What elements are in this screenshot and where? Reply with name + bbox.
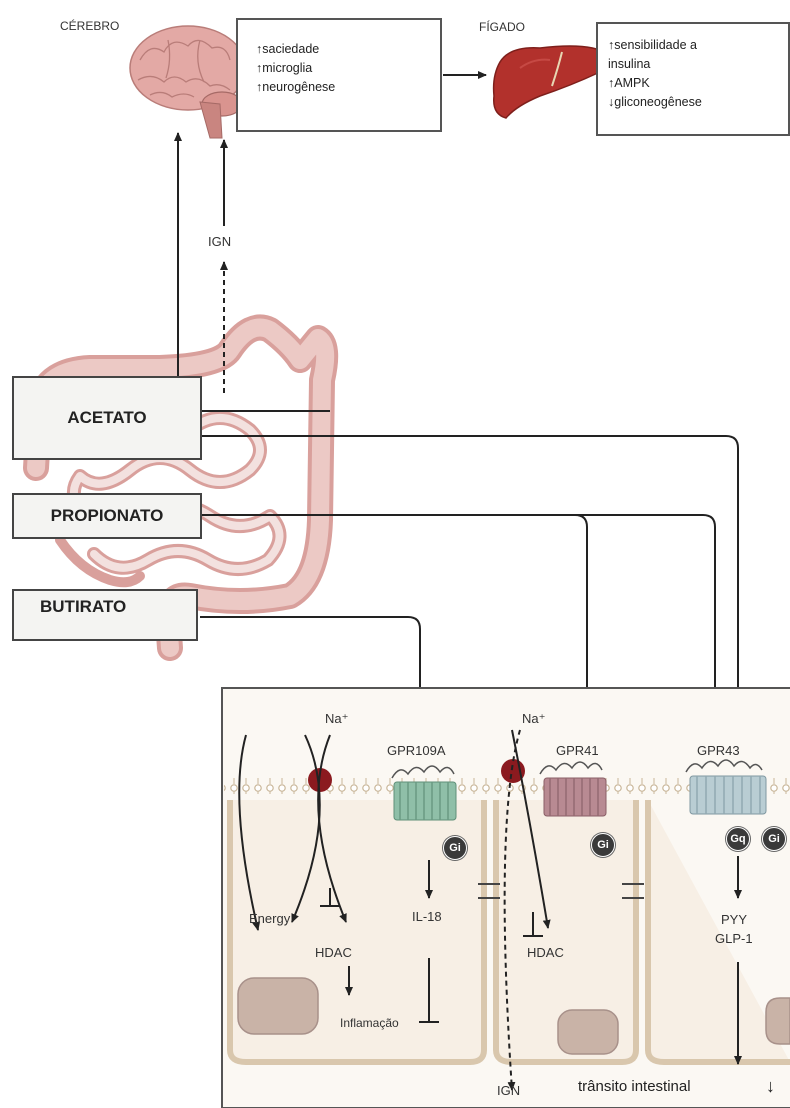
acetato-box: ACETATO	[12, 376, 202, 460]
ign-bottom-label: IGN	[497, 1083, 520, 1098]
gi-protein-2: Gi	[591, 833, 615, 857]
sodium-label-left: Na⁺	[325, 711, 348, 727]
brain-effect-2: ↑microglia	[256, 59, 440, 78]
liver-effect-3: ↑AMPK	[608, 74, 788, 93]
gq-protein: Gq	[726, 827, 750, 851]
liver-effect-2: insulina	[608, 55, 788, 74]
brain-effect-1: ↑saciedade	[256, 40, 440, 59]
hdac-right-label: HDAC	[527, 945, 564, 960]
liver-illustration	[494, 46, 611, 118]
hdac-left-label: HDAC	[315, 945, 352, 960]
brain-effect-3: ↑neurogênese	[256, 78, 440, 97]
gpr43-label: GPR43	[697, 743, 740, 758]
butirato-box: BUTIRATO	[12, 589, 198, 641]
gi-protein-1: Gi	[443, 836, 467, 860]
liver-effects-box: ↑sensibilidade a insulina ↑AMPK ↓glicone…	[596, 22, 790, 136]
butirato-label: BUTIRATO	[40, 597, 126, 617]
brain-label: CÉREBRO	[60, 19, 119, 33]
ign-top-label: IGN	[208, 234, 231, 249]
sodium-label-right: Na⁺	[522, 711, 545, 727]
gpr109a-label: GPR109A	[387, 743, 446, 758]
acetato-label: ACETATO	[67, 408, 146, 428]
liver-effect-4: ↓gliconeogênese	[608, 93, 788, 112]
brain-effects-box: ↑saciedade ↑microglia ↑neurogênese	[236, 18, 442, 132]
liver-label: FÍGADO	[479, 20, 525, 34]
energy-label: Energy	[249, 911, 290, 926]
propionato-label: PROPIONATO	[51, 506, 164, 526]
transit-label: trânsito intestinal	[578, 1078, 691, 1095]
inflammation-label: Inflamação	[340, 1016, 399, 1030]
glp1-label: GLP-1	[715, 931, 753, 946]
gpr41-label: GPR41	[556, 743, 599, 758]
propionato-box: PROPIONATO	[12, 493, 202, 539]
il18-label: IL-18	[412, 909, 442, 924]
brain-illustration	[130, 26, 246, 138]
transit-down-arrow: ↓	[766, 1076, 775, 1097]
pyy-label: PYY	[721, 912, 747, 927]
gi-protein-3: Gi	[762, 827, 786, 851]
liver-effect-1: ↑sensibilidade a	[608, 36, 788, 55]
